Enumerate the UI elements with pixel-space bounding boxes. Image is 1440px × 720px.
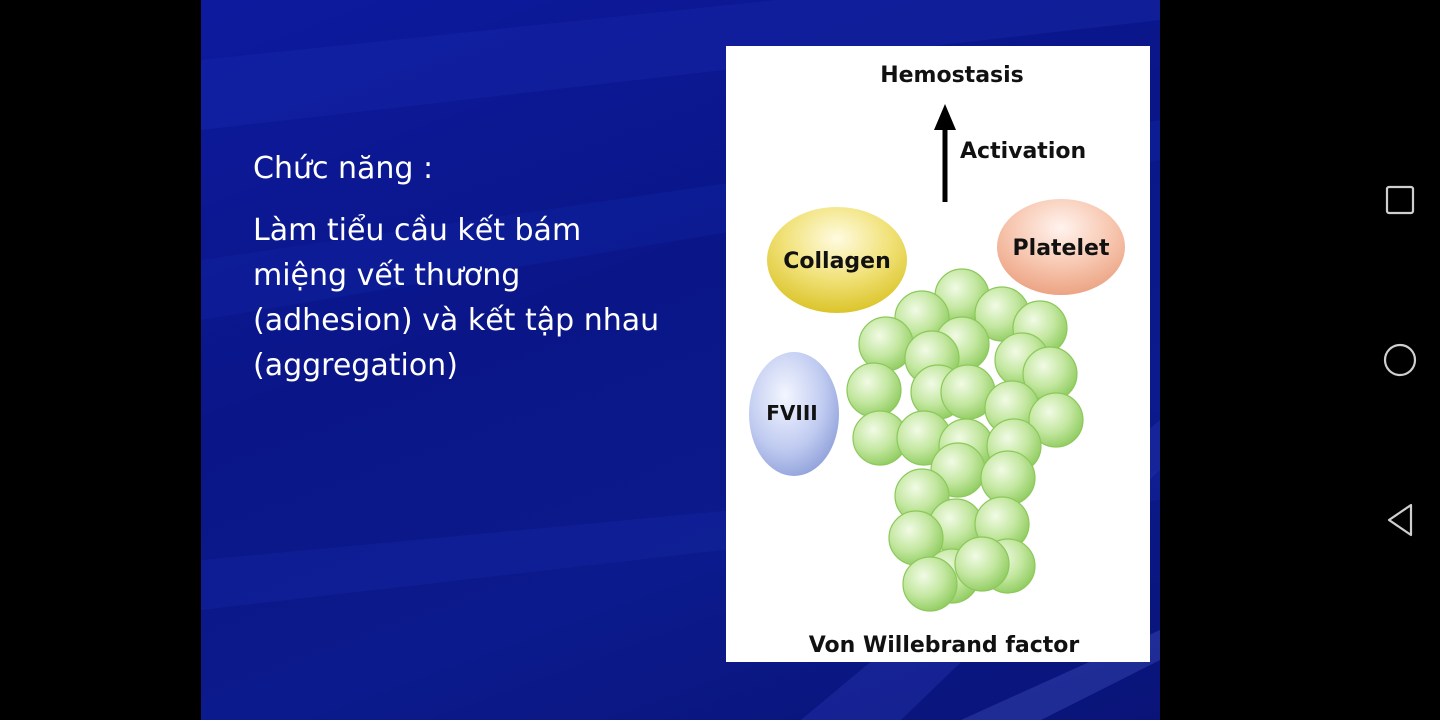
slide-body: Làm tiểu cầu kết bám miệng vết thương (a…	[253, 208, 693, 388]
collagen-blob: Collagen	[767, 207, 907, 313]
platelet-blob: Platelet	[997, 199, 1125, 295]
slide-body-line: miệng vết thương	[253, 258, 521, 293]
collagen-label: Collagen	[783, 249, 891, 274]
fviii-label: FVIII	[766, 401, 817, 425]
slide-text-block: Chức năng : Làm tiểu cầu kết bám miệng v…	[253, 146, 693, 388]
slide-body-line: (aggregation)	[253, 348, 458, 383]
hemostasis-label: Hemostasis	[880, 63, 1024, 88]
home-button[interactable]	[1380, 340, 1420, 380]
circle-icon	[1383, 343, 1417, 377]
vwf-sphere-cluster	[846, 268, 1084, 612]
diagram-caption: Von Willebrand factor	[809, 633, 1080, 658]
triangle-back-icon	[1387, 503, 1413, 537]
back-button[interactable]	[1380, 500, 1420, 540]
vwf-diagram: Hemostasis Activation Collagen Platelet …	[726, 46, 1150, 662]
platelet-label: Platelet	[1013, 236, 1110, 261]
activation-label: Activation	[960, 139, 1086, 164]
slide-body-line: (adhesion) và kết tập nhau	[253, 303, 660, 338]
recents-button[interactable]	[1380, 180, 1420, 220]
slide-body-line: Làm tiểu cầu kết bám	[253, 213, 582, 248]
slide-heading: Chức năng :	[253, 151, 434, 186]
fviii-blob: FVIII	[749, 352, 839, 476]
android-navigation-bar	[1360, 0, 1440, 720]
square-icon	[1385, 185, 1415, 215]
activation-arrow	[934, 104, 956, 202]
vwf-diagram-canvas: Hemostasis Activation Collagen Platelet …	[749, 63, 1125, 658]
